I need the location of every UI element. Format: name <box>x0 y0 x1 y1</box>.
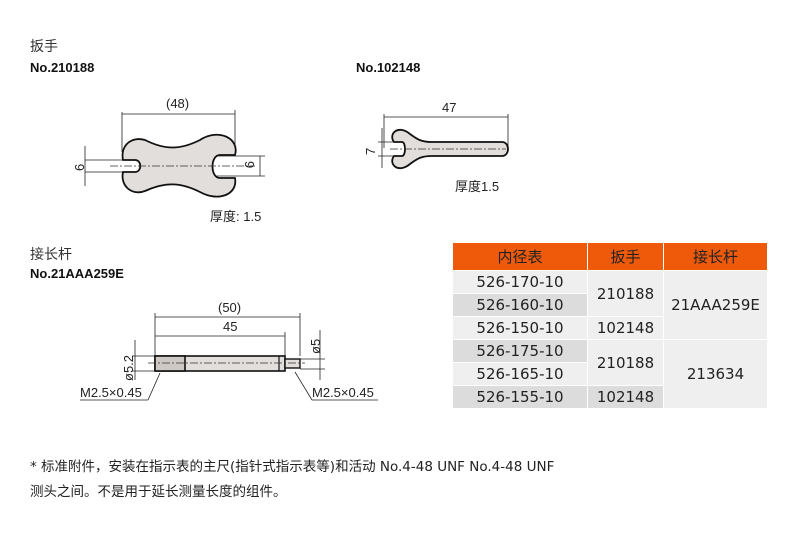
wrench-210188-thickness: 厚度: 1.5 <box>210 209 261 224</box>
model-cell: 526-170-10 <box>452 270 588 294</box>
model-cell: 526-160-10 <box>452 293 588 317</box>
wrench-102148-part-no: No.102148 <box>356 60 421 75</box>
wrench-cell: 102148 <box>587 385 664 409</box>
extension-dia-left-label: ø5.2 <box>121 355 136 381</box>
extension-drawing: (50) 45 ø5.2 ø5 M2.5×0.45 M2.5×0.45 <box>80 300 378 401</box>
table-row: 526-175-10 210188 213634 <box>452 339 768 409</box>
table-row: 526-150-10 102148 <box>452 316 768 340</box>
compatibility-table: 内径表 扳手 接长杆 526-170-10 210188 21AAA259E 5… <box>452 242 768 409</box>
table-row: 526-160-10 <box>452 293 768 317</box>
wrench-210188-drawing: (48) 6 9 厚度: 1.5 <box>72 96 265 224</box>
extension-dia-right-label: ø5 <box>308 339 323 354</box>
extension-section-title: 接长杆 <box>30 247 72 263</box>
wrench-210188-jaw-right-label: 9 <box>242 161 257 168</box>
table-row: 526-155-10 102148 <box>452 385 768 409</box>
model-cell: 526-155-10 <box>452 385 588 409</box>
wrench-210188-part-no: No.210188 <box>30 60 95 75</box>
extension-length-label: 45 <box>223 319 237 334</box>
extension-thread-end <box>154 355 186 372</box>
wrench-102148-length-label: 47 <box>442 100 456 115</box>
wrench-102148-jaw-label: 7 <box>363 148 378 155</box>
model-cell: 526-165-10 <box>452 362 588 386</box>
extension-thread-right-label: M2.5×0.45 <box>312 385 374 400</box>
wrench-102148-thickness: 厚度1.5 <box>455 179 499 194</box>
footnote: * 标准附件，安装在指示表的主尺(指针式指示表等)和活动 No.4-48 UNF… <box>30 455 554 505</box>
table-row: 526-165-10 <box>452 362 768 386</box>
wrench-210188-shape <box>121 133 237 198</box>
wrench-cell: 210188 <box>587 339 664 386</box>
wrench-210188-jaw-left-label: 6 <box>72 164 87 171</box>
wrench-cell: 210188 <box>587 270 664 317</box>
wrench-102148-drawing: 47 7 厚度1.5 <box>363 100 509 194</box>
model-cell: 526-150-10 <box>452 316 588 340</box>
extension-thread-left-label: M2.5×0.45 <box>80 385 142 400</box>
table-row: 526-170-10 210188 21AAA259E <box>452 270 768 340</box>
extension-stud <box>284 358 301 369</box>
header-wrench: 扳手 <box>587 242 664 271</box>
extension-cell: 213634 <box>663 339 768 409</box>
model-cell: 526-175-10 <box>452 339 588 363</box>
footnote-line-2: 测头之间。不是用于延长测量长度的组件。 <box>30 484 287 500</box>
footnote-line-1: * 标准附件，安装在指示表的主尺(指针式指示表等)和活动 No.4-48 UNF… <box>30 459 555 475</box>
header-extension: 接长杆 <box>663 242 768 271</box>
wrench-section-title: 扳手 <box>30 39 58 55</box>
wrench-210188-length-label: (48) <box>166 96 189 111</box>
table-header-row: 内径表 扳手 接长杆 <box>452 242 768 271</box>
extension-part-no: No.21AAA259E <box>30 266 124 281</box>
extension-cell: 21AAA259E <box>663 270 768 340</box>
header-bore-gauge: 内径表 <box>452 242 588 271</box>
wrench-cell: 102148 <box>587 316 664 340</box>
extension-overall-label: (50) <box>218 300 241 315</box>
